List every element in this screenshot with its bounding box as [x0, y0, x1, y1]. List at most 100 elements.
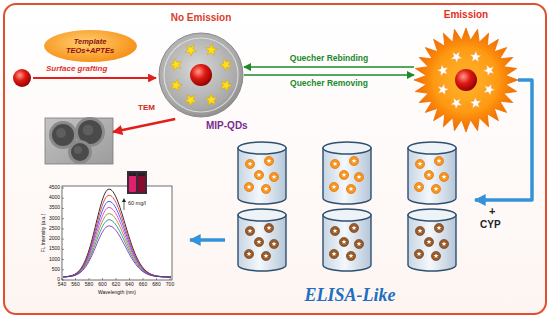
- template-star: [205, 94, 217, 105]
- spectrum-curve: [63, 201, 171, 277]
- cavity-star: [333, 228, 338, 233]
- cavity-star: [451, 52, 463, 63]
- well-tube: [238, 148, 286, 204]
- emitting-dot: [439, 172, 448, 181]
- emitting-dot: [329, 182, 338, 191]
- axis-tick: [62, 218, 64, 219]
- node-text: Template TEOs+APTEs: [60, 37, 120, 55]
- axis-tick: [62, 239, 64, 240]
- cavity-star: [247, 184, 252, 189]
- vial-photo: [127, 171, 147, 194]
- template-star: [220, 59, 231, 71]
- figure-node: Emission: [414, 28, 518, 132]
- cavity-star: [434, 253, 439, 258]
- axis-tick: [75, 278, 76, 280]
- cavity-star: [437, 158, 442, 163]
- cavity-star: [267, 158, 272, 163]
- template-ellipse: Template TEOs+APTEs: [44, 30, 137, 62]
- well-tube: [408, 215, 456, 271]
- axis-tick-label: 1000: [49, 257, 60, 263]
- quenched-dot: [424, 237, 433, 246]
- figure-node: TEM: [45, 118, 113, 164]
- axis-tick-label: 560: [71, 282, 79, 288]
- emitting-dot: [434, 156, 443, 165]
- connector-arrow: [244, 66, 414, 68]
- emitting-dot: [346, 184, 355, 193]
- node-text: TEM: [138, 103, 155, 112]
- axis-tick: [89, 278, 90, 280]
- quenched-dot: [346, 251, 355, 260]
- template-star: [170, 59, 181, 71]
- template-star: [171, 79, 182, 91]
- plus-sign: +: [489, 205, 495, 218]
- axis-tick: [62, 188, 64, 189]
- figure-node: FL Intensity (a.u.)Wavelength (nm)60 mg/…: [38, 168, 190, 295]
- axis-tick: [156, 278, 157, 280]
- axis-tick-label: 540: [58, 282, 66, 288]
- quantum-dot-core: [190, 64, 212, 86]
- spectrum-curve: [63, 207, 171, 276]
- well-rim: [323, 142, 371, 154]
- cavity-star: [349, 253, 354, 258]
- edge-label: Quecher Rebinding: [290, 54, 368, 64]
- axis-tick: [62, 249, 64, 250]
- axis-tick-label: 680: [152, 282, 160, 288]
- cavity-star: [333, 161, 338, 166]
- node-text: Emission: [444, 9, 488, 21]
- tem-particle: [71, 143, 89, 161]
- border-frame: [4, 4, 546, 314]
- cavity-star: [417, 251, 422, 256]
- connector-arrow: [190, 238, 225, 242]
- cavity-star: [264, 253, 269, 258]
- quenched-dot: [415, 226, 424, 235]
- emitting-dot: [431, 184, 440, 193]
- emitting-dot: [261, 184, 270, 193]
- axis-tick-label: 600: [98, 282, 106, 288]
- quenched-dot: [434, 223, 443, 232]
- tem-core: [83, 125, 94, 136]
- cavity-star: [257, 239, 262, 244]
- cavity-star: [470, 97, 482, 108]
- cavity-star: [417, 184, 422, 189]
- cavity-star: [437, 225, 442, 230]
- cavity-star: [272, 174, 277, 179]
- axis-tick-label: 700: [166, 282, 174, 288]
- well-rim: [238, 209, 286, 221]
- template-star: [221, 80, 232, 92]
- emitting-dot: [254, 170, 263, 179]
- quantum-dot-core: [455, 69, 477, 91]
- cavity-star: [332, 184, 337, 189]
- quenched-dot: [264, 223, 273, 232]
- tem-core: [56, 128, 66, 138]
- axis-tick-label: 3000: [49, 216, 60, 222]
- axis-tick-label: 620: [112, 282, 120, 288]
- cavity-star: [437, 64, 448, 76]
- well-tube: [323, 148, 371, 204]
- vial-cap: [138, 173, 145, 176]
- axis-tick: [62, 269, 64, 270]
- well-rim: [408, 142, 456, 154]
- tem-image: [45, 118, 113, 164]
- axis-tick-label: 4500: [49, 185, 60, 191]
- quenched-dot: [339, 237, 348, 246]
- axis-tick: [102, 278, 103, 280]
- axis-tick: [116, 278, 117, 280]
- template-star: [206, 44, 218, 55]
- plot-frame: [62, 186, 172, 280]
- cavity-star: [450, 98, 462, 109]
- node-text: Wavelength (nm): [98, 290, 136, 296]
- node-text: FL Intensity (a.u.): [41, 214, 47, 253]
- cavity-star: [483, 65, 494, 77]
- well-rim: [238, 142, 286, 154]
- connector-arrow: [244, 74, 414, 76]
- quenched-dot: [244, 249, 253, 258]
- node-label: MIP-QDs: [206, 120, 248, 132]
- quantum-dot: [13, 69, 31, 87]
- spectrum-curve: [63, 220, 171, 277]
- analyte-label: CYP: [480, 219, 501, 231]
- vial: [138, 175, 145, 192]
- cavity-star: [247, 251, 252, 256]
- cavity-star: [257, 172, 262, 177]
